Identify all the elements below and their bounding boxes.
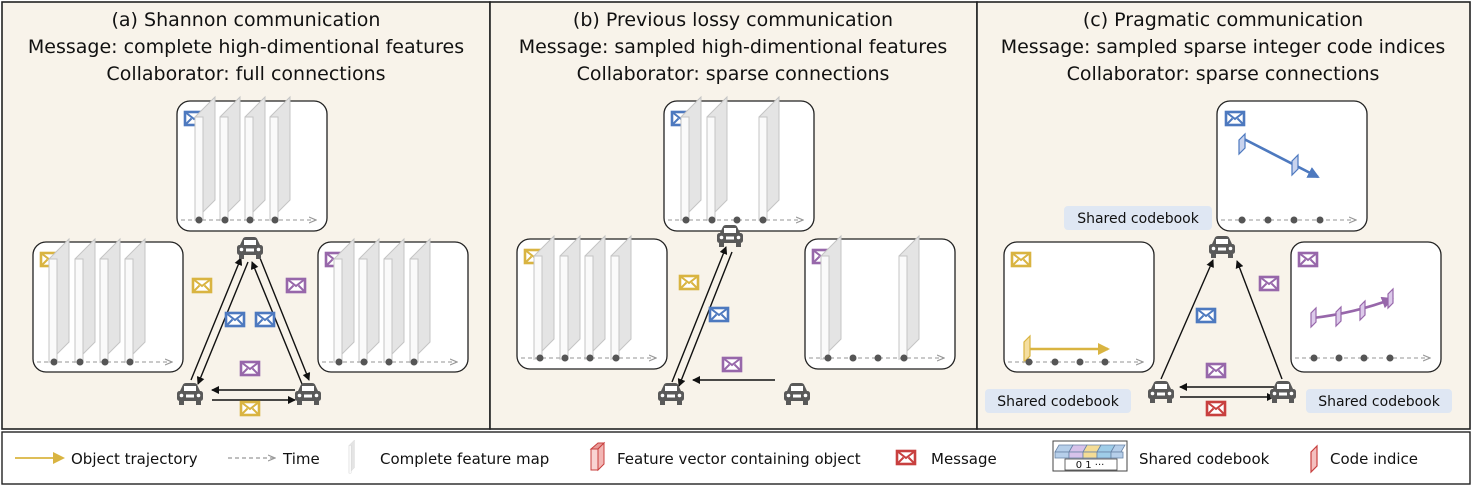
panel-c-title: (c) Pragmatic communication	[1083, 9, 1363, 31]
panel-b-network	[658, 225, 810, 405]
panel-c-left-view	[1003, 241, 1155, 373]
panel-b-right-view	[804, 235, 956, 370]
codebook-badge	[985, 389, 1131, 413]
legend-object-trajectory: Object trajectory	[15, 450, 198, 468]
panel-a-network	[177, 237, 321, 417]
panel-c-right-view	[1290, 241, 1442, 373]
legend-feature-map: Complete feature map	[348, 439, 549, 474]
legend-time: Time	[228, 450, 320, 468]
panel-c-collaborator: Collaborator: sparse connections	[1067, 63, 1380, 85]
panel-c-network	[1148, 236, 1296, 417]
panel-c-message: Message: sampled sparse integer code ind…	[1001, 36, 1446, 58]
code-indice	[1310, 306, 1317, 329]
panel-b-top-view	[663, 96, 815, 232]
svg-text:Message: Message	[931, 450, 997, 468]
panel-b-title: (b) Previous lossy communication	[573, 9, 893, 31]
codebook-label-top: Shared codebook	[1077, 211, 1200, 227]
code-indice	[1023, 334, 1031, 364]
legend	[1, 431, 1471, 485]
svg-text:Feature vector containing obje: Feature vector containing object	[617, 450, 861, 468]
svg-text:Complete feature map: Complete feature map	[380, 450, 549, 468]
panel-a-collaborator: Collaborator: full connections	[106, 63, 385, 85]
code-indice	[1238, 132, 1246, 156]
message-icon-red	[895, 449, 917, 466]
svg-text:Shared codebook: Shared codebook	[1139, 450, 1270, 468]
panel-a-title: (a) Shannon communication	[112, 9, 381, 31]
panel-a-left-view	[32, 238, 184, 373]
codebook-badge	[1064, 206, 1212, 230]
svg-text:Time: Time	[282, 450, 320, 468]
svg-text:Code indice: Code indice	[1330, 450, 1418, 468]
codebook-label-left: Shared codebook	[997, 394, 1120, 410]
legend-feature-vector: Feature vector containing object	[589, 441, 861, 472]
legend-message: Message	[895, 449, 997, 468]
legend-code-indice: Code indice	[1310, 444, 1418, 474]
panel-b-collaborator: Collaborator: sparse connections	[577, 63, 890, 85]
panel-a-right-view	[317, 238, 469, 373]
codebook-label-right: Shared codebook	[1318, 394, 1441, 410]
code-indice	[1359, 299, 1366, 322]
panel-b-left-view	[516, 235, 668, 370]
object-trajectory	[1241, 136, 1320, 179]
panel-b-message: Message: sampled high-dimentional featur…	[519, 36, 948, 58]
object-trajectory	[1312, 296, 1394, 320]
codebook-badge	[1306, 389, 1452, 413]
panel-a-top-view	[176, 96, 328, 232]
code-indice	[1335, 305, 1342, 328]
panel-a-message: Message: complete high-dimentional featu…	[28, 36, 464, 58]
legend-shared-codebook: 0 1 ··· Shared codebook	[1052, 440, 1270, 472]
code-indice	[1387, 287, 1394, 310]
panel-c-top-view	[1216, 100, 1368, 232]
svg-text:0 1 ···: 0 1 ···	[1076, 460, 1105, 471]
code-indice	[1291, 153, 1299, 177]
svg-text:Object trajectory: Object trajectory	[71, 450, 198, 468]
